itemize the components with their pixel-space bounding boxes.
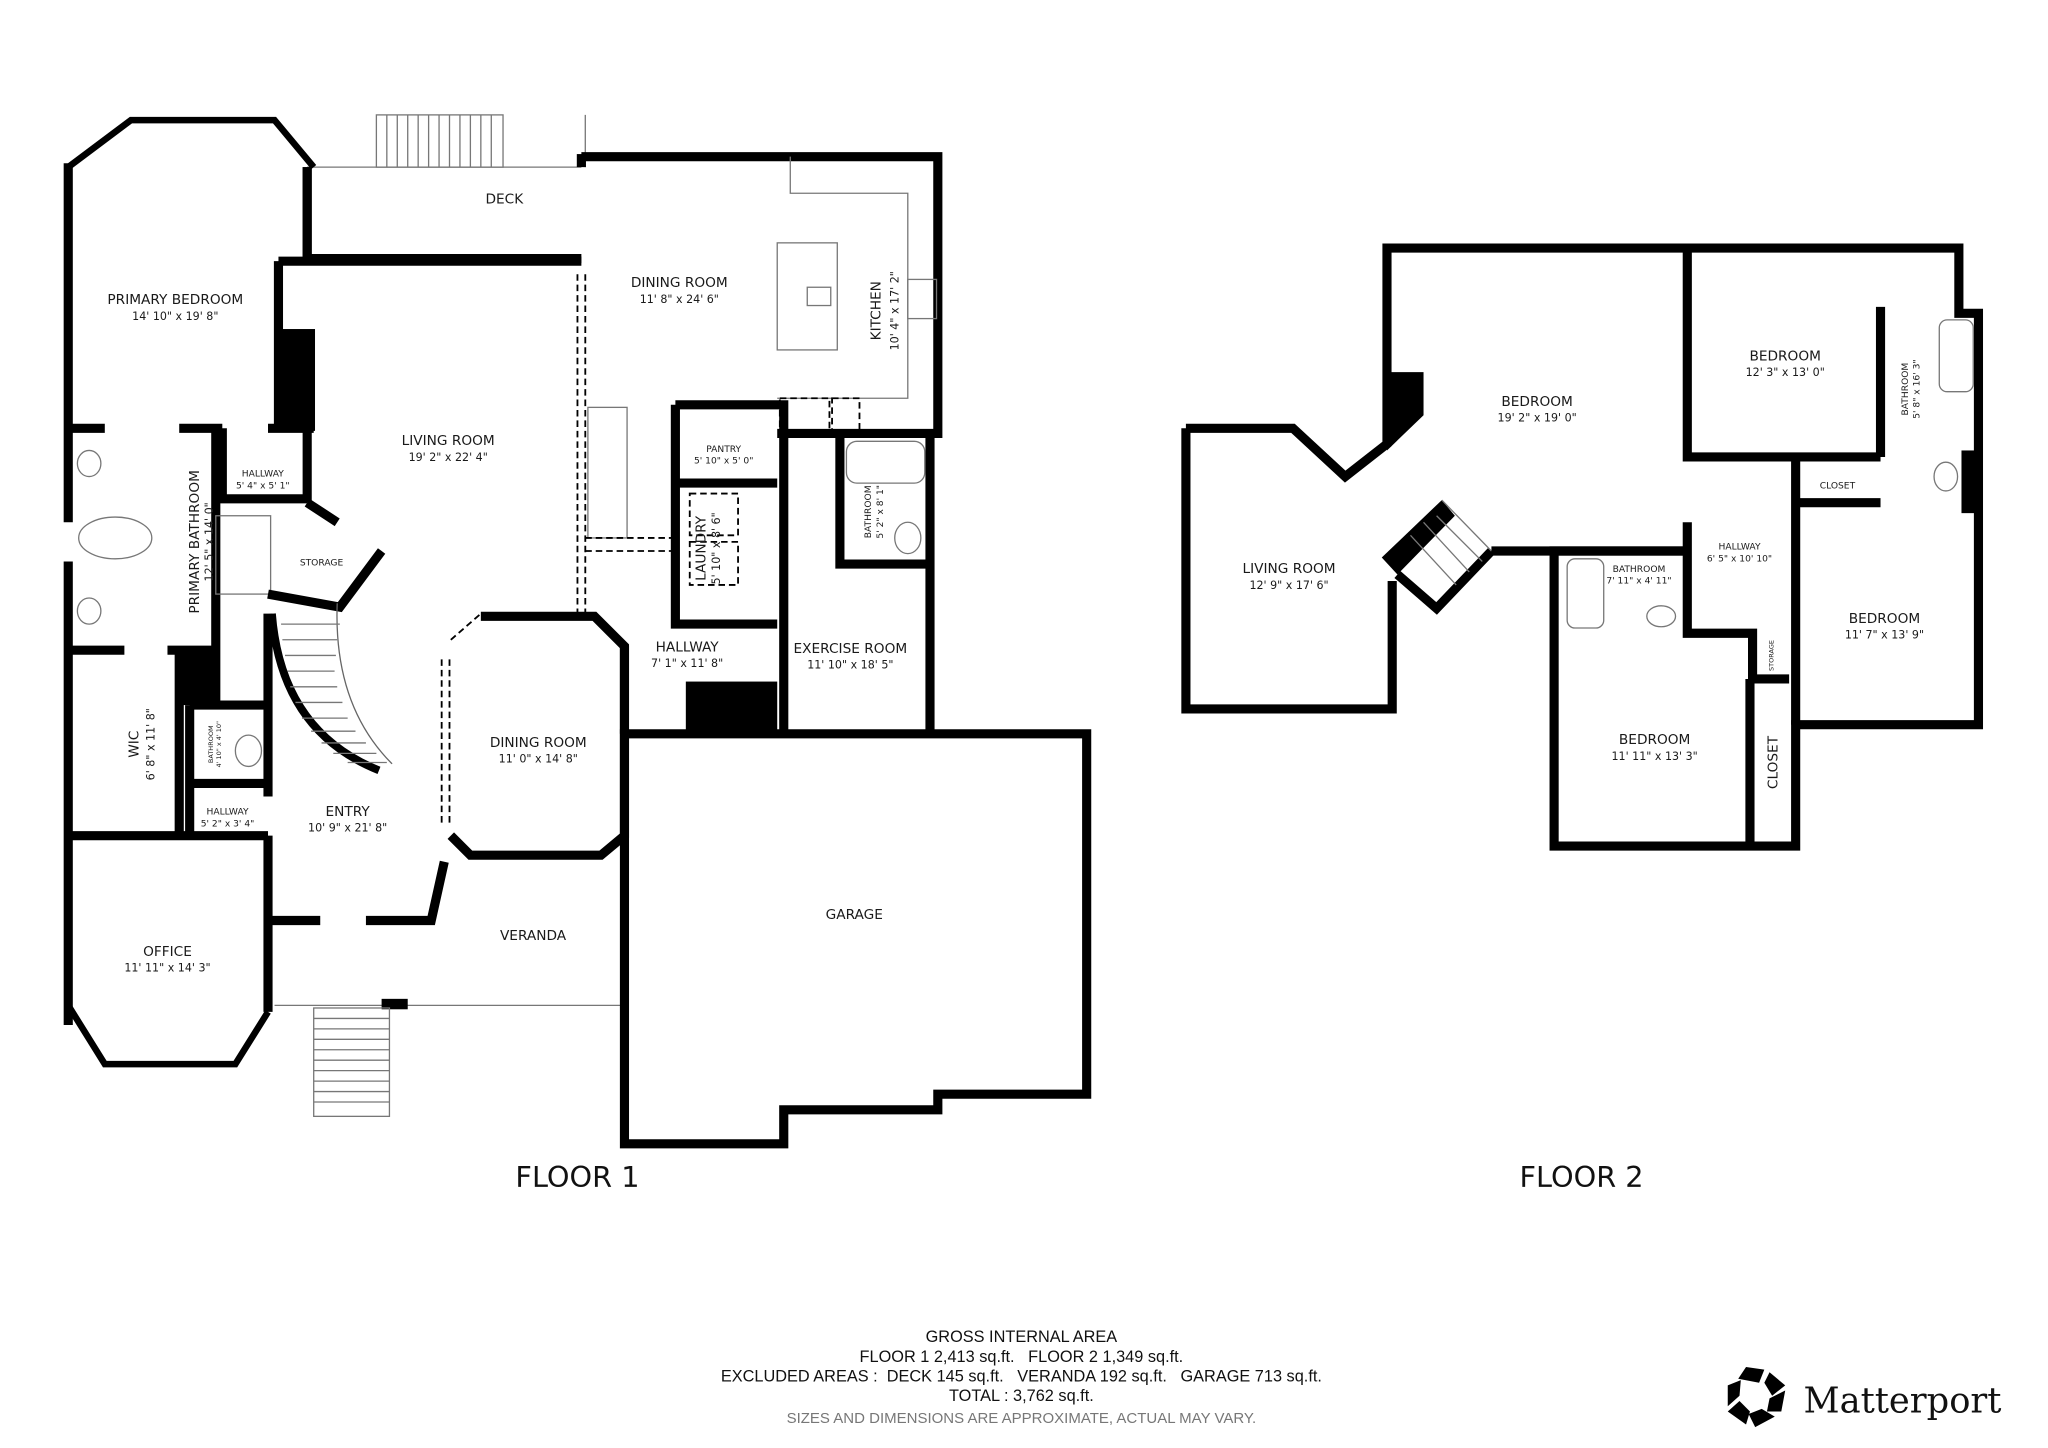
summary-total: TOTAL : 3,762 sq.ft. bbox=[949, 1387, 1094, 1405]
room-veranda: VERANDA bbox=[500, 928, 567, 944]
room-dims: 5' 10" x 8' 6" bbox=[710, 512, 723, 584]
room-dims: 4' 10" x 4' 10" bbox=[215, 721, 223, 768]
room-dims: 6' 5" x 10' 10" bbox=[1707, 554, 1772, 564]
room-bedroom: BEDROOM bbox=[1849, 611, 1920, 627]
room-dims: 10' 9" x 21' 8" bbox=[308, 822, 387, 835]
room-storage: STORAGE bbox=[1767, 640, 1775, 671]
room-bathroom: BATHROOM bbox=[207, 725, 215, 763]
floor-1-title: FLOOR 1 bbox=[515, 1160, 639, 1194]
room-hallway: HALLWAY bbox=[242, 470, 284, 480]
area-summary: GROSS INTERNAL AREA FLOOR 1 2,413 sq.ft.… bbox=[721, 1328, 1322, 1427]
room-dims: 5' 2" x 8' 1" bbox=[876, 485, 886, 539]
matterport-wordmark: Matterport bbox=[1803, 1381, 2001, 1422]
room-bedroom: BEDROOM bbox=[1749, 348, 1820, 364]
room-dims: 19' 2" x 19' 0" bbox=[1498, 412, 1577, 425]
room-dims: 19' 2" x 22' 4" bbox=[409, 451, 488, 464]
room-dims: 5' 10" x 5' 0" bbox=[694, 457, 753, 467]
room-kitchen: KITCHEN bbox=[868, 281, 884, 340]
room-dims: 12' 3" x 13' 0" bbox=[1746, 366, 1825, 379]
summary-floors: FLOOR 1 2,413 sq.ft. FLOOR 2 1,349 sq.ft… bbox=[860, 1348, 1184, 1366]
room-dims: 11' 7" x 13' 9" bbox=[1845, 628, 1924, 641]
main-staircase bbox=[268, 603, 393, 774]
room-bathroom: BATHROOM bbox=[864, 485, 874, 538]
floor-2-labels: LIVING ROOM 12' 9" x 17' 6" BEDROOM 19' … bbox=[1242, 348, 1924, 1193]
room-dining-room: DINING ROOM bbox=[631, 275, 728, 291]
room-living-room: LIVING ROOM bbox=[1242, 561, 1335, 577]
summary-heading: GROSS INTERNAL AREA bbox=[926, 1328, 1118, 1346]
room-bedroom: BEDROOM bbox=[1501, 394, 1572, 410]
floor-1-labels: PRIMARY BEDROOM 14' 10" x 19' 8" DECK LI… bbox=[107, 192, 907, 1194]
room-dims: 5' 8" x 16' 3" bbox=[1913, 359, 1923, 418]
room-dims: 11' 11" x 14' 3" bbox=[124, 961, 210, 974]
matterport-logo: Matterport bbox=[1727, 1367, 2001, 1428]
room-dims: 10' 4" x 17' 2" bbox=[889, 271, 902, 350]
summary-disclaimer: SIZES AND DIMENSIONS ARE APPROXIMATE, AC… bbox=[787, 1410, 1257, 1427]
room-garage: GARAGE bbox=[826, 907, 883, 923]
room-closet: CLOSET bbox=[1820, 481, 1856, 491]
room-primary-bedroom: PRIMARY BEDROOM bbox=[107, 292, 243, 308]
room-bathroom: BATHROOM bbox=[1901, 363, 1911, 416]
room-dims: 7' 11" x 4' 11" bbox=[1606, 577, 1671, 587]
summary-excluded: EXCLUDED AREAS : DECK 145 sq.ft. VERANDA… bbox=[721, 1367, 1322, 1385]
room-bedroom: BEDROOM bbox=[1619, 732, 1690, 748]
room-laundry: LAUNDRY bbox=[693, 515, 709, 581]
room-dims: 7' 1" x 11' 8" bbox=[651, 657, 723, 670]
room-wic: WIC bbox=[127, 731, 143, 758]
room-office: OFFICE bbox=[143, 944, 192, 960]
room-dims: 11' 0" x 14' 8" bbox=[499, 753, 578, 766]
room-dims: 12' 5" x 14' 0" bbox=[203, 502, 216, 581]
room-entry: ENTRY bbox=[326, 804, 371, 820]
room-dims: 11' 10" x 18' 5" bbox=[807, 659, 893, 672]
room-dims: 5' 4" x 5' 1" bbox=[236, 481, 290, 491]
room-pantry: PANTRY bbox=[706, 445, 741, 455]
room-dining-room: DINING ROOM bbox=[490, 735, 587, 751]
room-bathroom: BATHROOM bbox=[1613, 565, 1666, 575]
room-exercise-room: EXERCISE ROOM bbox=[794, 641, 908, 657]
room-closet: CLOSET bbox=[1765, 735, 1781, 789]
room-hallway: HALLWAY bbox=[206, 808, 248, 818]
deck-stairs bbox=[386, 114, 492, 168]
room-primary-bathroom: PRIMARY BATHROOM bbox=[187, 470, 203, 614]
room-living-room: LIVING ROOM bbox=[402, 433, 495, 449]
matterport-pentagon-icon bbox=[1727, 1367, 1786, 1428]
room-dims: 14' 10" x 19' 8" bbox=[132, 310, 218, 323]
room-storage: STORAGE bbox=[300, 558, 344, 568]
room-hallway: HALLWAY bbox=[656, 640, 720, 656]
room-hallway: HALLWAY bbox=[1718, 543, 1760, 553]
room-dims: 6' 8" x 11' 8" bbox=[144, 708, 157, 780]
room-dims: 5' 2" x 3' 4" bbox=[201, 819, 255, 829]
floor-1-plan bbox=[63, 114, 1092, 1149]
floor-2-title: FLOOR 2 bbox=[1519, 1160, 1643, 1194]
room-dims: 11' 8" x 24' 6" bbox=[640, 293, 719, 306]
floor-2-plan bbox=[1181, 243, 1984, 851]
room-dims: 11' 11" x 13' 3" bbox=[1612, 750, 1698, 763]
room-dims: 12' 9" x 17' 6" bbox=[1249, 579, 1328, 592]
room-deck: DECK bbox=[485, 192, 524, 208]
